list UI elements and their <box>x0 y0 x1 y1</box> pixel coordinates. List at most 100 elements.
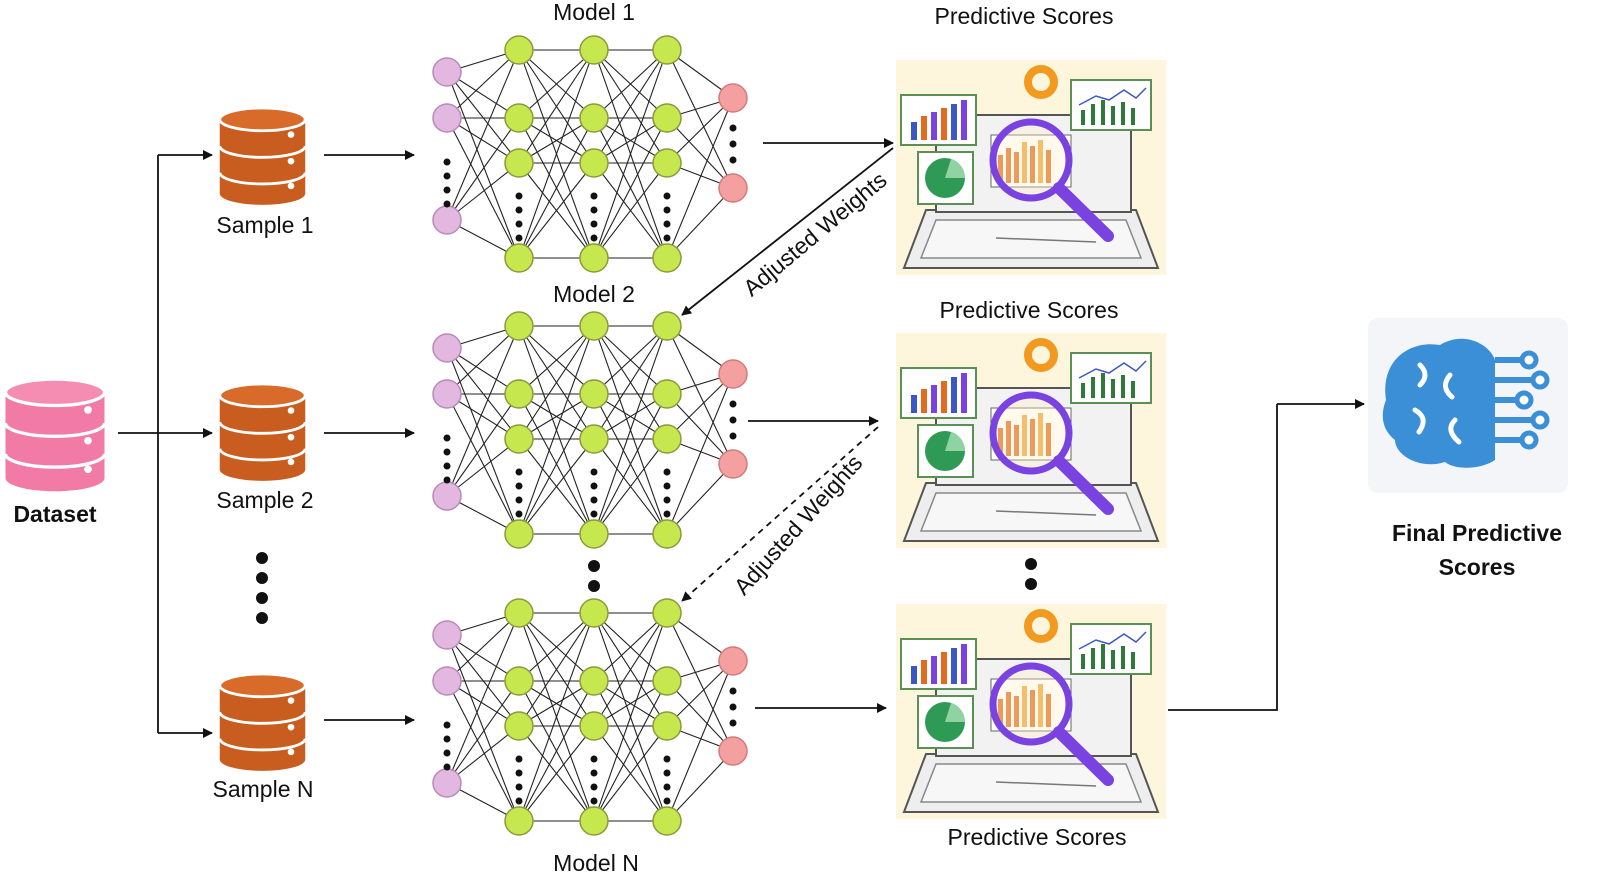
nn-model-2-ellipsis-dot <box>663 510 671 518</box>
sample-1-database-icon <box>218 106 307 207</box>
neural-network-model-1 <box>432 35 748 273</box>
nn-model-1-ellipsis-dot <box>515 220 523 228</box>
nn-model-2-layer-0-node-2 <box>432 481 462 511</box>
nn-model-1-ellipsis-dot <box>663 234 671 242</box>
nn-model-n-layer-2-node-1 <box>579 666 609 696</box>
nn-model-2-layer-0-node-1 <box>432 379 462 409</box>
nn-model-1-layer-2-node-3 <box>579 243 609 273</box>
nn-model-n-ellipsis-dot <box>590 755 598 763</box>
nn-model-1-ellipsis-dot <box>443 172 451 180</box>
nn-model-n-ellipsis-dot <box>663 769 671 777</box>
model-1-label: Model 1 <box>553 0 635 25</box>
nn-model-2-layer-3-node-0 <box>652 311 682 341</box>
nn-model-2-ellipsis-dot <box>443 448 451 456</box>
nn-model-1-layer-1-node-3 <box>504 243 534 273</box>
adjusted-weights-label-2: Adjusted Weights <box>729 450 868 600</box>
nn-model-1-layer-3-node-0 <box>652 35 682 65</box>
nn-model-1-layer-1-node-0 <box>504 35 534 65</box>
nn-model-2-layer-3-node-2 <box>652 424 682 454</box>
nn-model-2-layer-2-node-1 <box>579 379 609 409</box>
nn-model-2-layer-4-node-1 <box>718 449 748 479</box>
nn-model-1-ellipsis-dot <box>729 140 737 148</box>
nn-model-1-layer-3-node-1 <box>652 103 682 133</box>
final-label-line-1: Final Predictive <box>1392 520 1562 546</box>
neural-network-model-n <box>432 598 748 836</box>
predictive-scores-label-1: Predictive Scores <box>935 3 1114 29</box>
nn-model-2-ellipsis-dot <box>590 510 598 518</box>
sample-2-database-icon <box>218 382 307 483</box>
nn-model-n-layer-0-node-1 <box>432 666 462 696</box>
nn-model-1-ellipsis-dot <box>663 206 671 214</box>
nn-model-n-ellipsis-dot <box>663 783 671 791</box>
nn-model-n-layer-3-node-3 <box>652 806 682 836</box>
analytics-dashboard-icon-2 <box>896 333 1166 548</box>
scores-ellipsis <box>1025 558 1037 590</box>
model-2-label: Model 2 <box>553 281 635 307</box>
sample-n-database-icon <box>218 672 307 773</box>
nn-model-2-ellipsis-dot <box>590 496 598 504</box>
nn-model-n-layer-3-node-0 <box>652 598 682 628</box>
sample-2-label: Sample 2 <box>216 487 313 513</box>
nn-model-n-layer-1-node-3 <box>504 806 534 836</box>
connector-lines <box>118 138 1365 738</box>
model-n-label: Model N <box>553 850 639 876</box>
nn-model-1-ellipsis-dot <box>590 192 598 200</box>
nn-model-1-layer-0-node-1 <box>432 103 462 133</box>
predictive-scores-label-3: Predictive Scores <box>948 824 1127 850</box>
nn-model-n-ellipsis-dot <box>590 783 598 791</box>
nn-model-2-ellipsis-dot <box>443 434 451 442</box>
nn-model-n-ellipsis-dot <box>515 783 523 791</box>
nn-model-2-ellipsis-dot <box>729 400 737 408</box>
nn-model-2-ellipsis-dot <box>515 510 523 518</box>
nn-model-n-ellipsis-dot <box>729 703 737 711</box>
nn-model-2-layer-0-node-0 <box>432 333 462 363</box>
nn-model-n-ellipsis-dot <box>443 735 451 743</box>
nn-model-2-layer-1-node-0 <box>504 311 534 341</box>
nn-model-n-layer-3-node-2 <box>652 711 682 741</box>
adjusted-weights-arrow-1 <box>681 147 894 316</box>
nn-model-2-ellipsis-dot <box>663 496 671 504</box>
nn-model-2-layer-2-node-2 <box>579 424 609 454</box>
nn-model-2-ellipsis-dot <box>515 496 523 504</box>
nn-model-2-layer-1-node-3 <box>504 519 534 549</box>
nn-model-1-ellipsis-dot <box>729 124 737 132</box>
nn-model-n-ellipsis-dot <box>663 755 671 763</box>
final-connector-line <box>1168 404 1278 711</box>
nn-model-2-layer-2-node-0 <box>579 311 609 341</box>
nn-model-1-ellipsis-dot <box>663 220 671 228</box>
nn-model-n-layer-3-node-1 <box>652 666 682 696</box>
nn-model-1-layer-2-node-2 <box>579 148 609 178</box>
nn-model-2-layer-3-node-1 <box>652 379 682 409</box>
nn-model-2-ellipsis-dot <box>729 416 737 424</box>
nn-model-2-layer-2-node-3 <box>579 519 609 549</box>
models-ellipsis <box>588 560 600 592</box>
nn-model-2-ellipsis-dot <box>729 432 737 440</box>
nn-model-2-layer-1-node-1 <box>504 379 534 409</box>
nn-model-n-layer-4-node-1 <box>718 736 748 766</box>
nn-model-1-layer-3-node-3 <box>652 243 682 273</box>
nn-model-n-ellipsis-dot <box>443 721 451 729</box>
neural-networks <box>432 35 748 836</box>
nn-model-n-layer-2-node-3 <box>579 806 609 836</box>
nn-model-1-layer-2-node-0 <box>579 35 609 65</box>
nn-model-n-layer-2-node-0 <box>579 598 609 628</box>
nn-model-n-ellipsis-dot <box>515 755 523 763</box>
nn-model-2-layer-3-node-3 <box>652 519 682 549</box>
nn-model-n-ellipsis-dot <box>729 687 737 695</box>
nn-model-1-layer-4-node-1 <box>718 173 748 203</box>
nn-model-1-layer-0-node-2 <box>432 205 462 235</box>
nn-model-2-ellipsis-dot <box>590 468 598 476</box>
neural-network-model-2 <box>432 311 748 549</box>
nn-model-n-layer-1-node-0 <box>504 598 534 628</box>
adjusted-weights-label-1: Adjusted Weights <box>738 167 892 302</box>
nn-model-1-ellipsis-dot <box>515 192 523 200</box>
nn-model-2-ellipsis-dot <box>515 482 523 490</box>
nn-model-2-ellipsis-dot <box>443 476 451 484</box>
nn-model-1-ellipsis-dot <box>515 234 523 242</box>
nn-model-n-ellipsis-dot <box>663 797 671 805</box>
nn-model-1-layer-0-node-0 <box>432 57 462 87</box>
nn-model-2-ellipsis-dot <box>663 468 671 476</box>
nn-model-1-layer-1-node-1 <box>504 103 534 133</box>
dataset-label: Dataset <box>13 501 96 527</box>
nn-model-1-ellipsis-dot <box>590 220 598 228</box>
